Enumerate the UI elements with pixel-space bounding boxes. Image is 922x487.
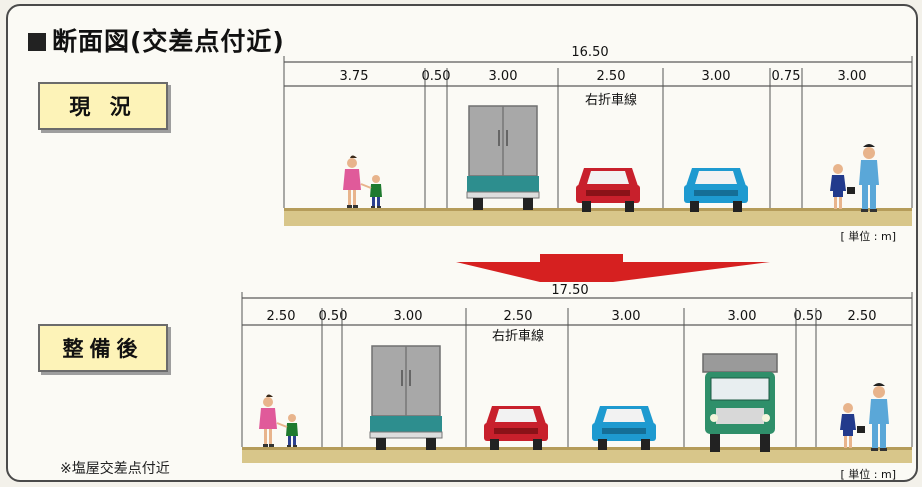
after-section: 17.50 2.50 0.50 3.00 2.50 3.00 3.00 0.50… <box>241 283 913 481</box>
truck-rear-icon <box>369 345 443 451</box>
after-right-turn-label: 右折車線 <box>492 328 544 344</box>
after-label: 整備後 <box>38 324 168 372</box>
after-segment-label: 0.50 <box>319 309 348 324</box>
after-segment-label: 2.50 <box>504 309 533 324</box>
after-total-width: 17.50 <box>551 283 588 298</box>
current-ground <box>284 208 912 226</box>
after-segment-label: 3.00 <box>612 309 641 324</box>
title-square-icon <box>28 33 46 51</box>
title-text: 断面図(交差点付近) <box>52 27 285 56</box>
after-segment-label: 0.50 <box>794 309 823 324</box>
red-car-icon <box>484 406 548 450</box>
after-segment-label: 2.50 <box>848 309 877 324</box>
current-section: 16.50 3.75 0.50 3.00 2.50 3.00 0.75 3.00… <box>283 45 913 243</box>
red-car-icon <box>576 168 640 212</box>
truck-rear-icon <box>466 105 540 211</box>
current-right-turn-label: 右折車線 <box>585 92 637 108</box>
after-ground-edge <box>242 447 912 450</box>
after-unit-label: [ 単位 : m] <box>841 467 897 481</box>
current-segment-label: 3.00 <box>489 69 518 84</box>
current-total-width: 16.50 <box>571 45 608 60</box>
pedestrian-woman-child-icon <box>342 154 383 209</box>
current-ground-edge <box>284 208 912 211</box>
blue-car-icon <box>592 406 656 450</box>
pedestrian-woman-child-icon <box>258 393 299 448</box>
current-boundary-lines <box>283 56 913 208</box>
current-unit-label: [ 単位 : m] <box>841 229 897 243</box>
blue-car-icon <box>684 168 748 212</box>
current-segment-label: 3.75 <box>340 69 369 84</box>
current-label: 現 況 <box>38 82 168 130</box>
pedestrian-student-adult-icon <box>830 144 879 212</box>
after-segment-label: 3.00 <box>728 309 757 324</box>
footnote: ※塩屋交差点付近 <box>60 461 170 477</box>
current-segment-label: 3.00 <box>838 69 867 84</box>
current-segment-label: 3.00 <box>702 69 731 84</box>
after-segment-label: 3.00 <box>394 309 423 324</box>
current-segment-label: 2.50 <box>597 69 626 84</box>
current-segment-label: 0.50 <box>422 69 451 84</box>
transition-arrow-icon <box>456 254 770 282</box>
truck-front-icon <box>702 353 778 453</box>
pedestrian-student-adult-icon <box>840 383 889 451</box>
after-segment-label: 2.50 <box>267 309 296 324</box>
after-ground <box>242 447 912 463</box>
current-segment-label: 0.75 <box>772 69 801 84</box>
figure-title: 断面図(交差点付近) <box>28 22 285 58</box>
after-boundary-lines <box>241 292 913 447</box>
